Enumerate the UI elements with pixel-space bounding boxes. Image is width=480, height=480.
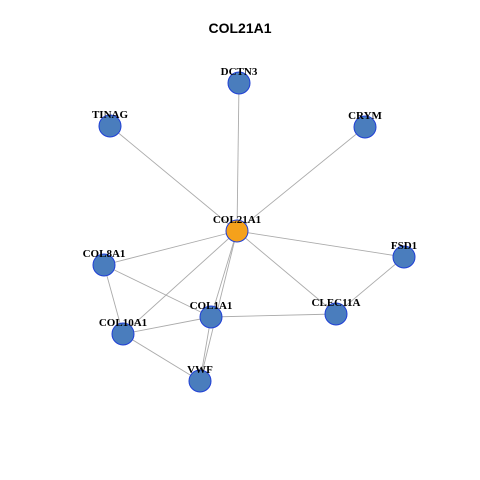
node-label-fsd1: FSD1 [391,240,417,252]
node-label-crym: CRYM [348,110,382,122]
node-label-tinag: TINAG [92,109,129,121]
node-dctn3[interactable] [227,71,251,95]
node-col10a1[interactable] [111,322,135,346]
node-fsd1[interactable] [392,245,416,269]
edge-col21a1-col1a1 [210,230,238,318]
edge-col8a1-col10a1 [103,264,124,335]
edge-col10a1-vwf [122,333,201,382]
edge-col21a1-fsd1 [236,230,405,258]
edge-col21a1-tinag [109,125,238,232]
edge-col1a1-col10a1 [122,316,212,335]
edge-col21a1-dctn3 [236,82,240,232]
node-vwf[interactable] [188,369,212,393]
node-label-clec11a: CLEC11A [312,297,361,309]
edge-col21a1-crym [236,126,366,232]
node-layer [92,71,416,393]
node-tinag[interactable] [98,114,122,138]
node-label-dctn3: DCTN3 [221,66,258,78]
node-col8a1[interactable] [92,253,116,277]
node-col1a1[interactable] [199,305,223,329]
edge-col21a1-col8a1 [103,230,238,266]
edge-fsd1-clec11a [335,256,405,315]
edge-col1a1-clec11a [210,313,337,318]
graph-title: COL21A1 [208,20,272,36]
node-clec11a[interactable] [324,302,348,326]
node-label-col21a1: COL21A1 [213,214,261,226]
edge-col8a1-col1a1 [103,264,212,318]
node-crym[interactable] [353,115,377,139]
node-label-col10a1: COL10A1 [99,317,147,329]
edge-layer [103,82,405,382]
node-col21a1[interactable] [225,219,249,243]
edge-col21a1-vwf [199,230,238,382]
node-label-vwf: VWF [187,364,213,376]
node-label-col1a1: COL1A1 [190,300,233,312]
edge-col21a1-clec11a [236,230,337,315]
edge-col21a1-col10a1 [122,230,238,335]
node-label-col8a1: COL8A1 [83,248,126,260]
